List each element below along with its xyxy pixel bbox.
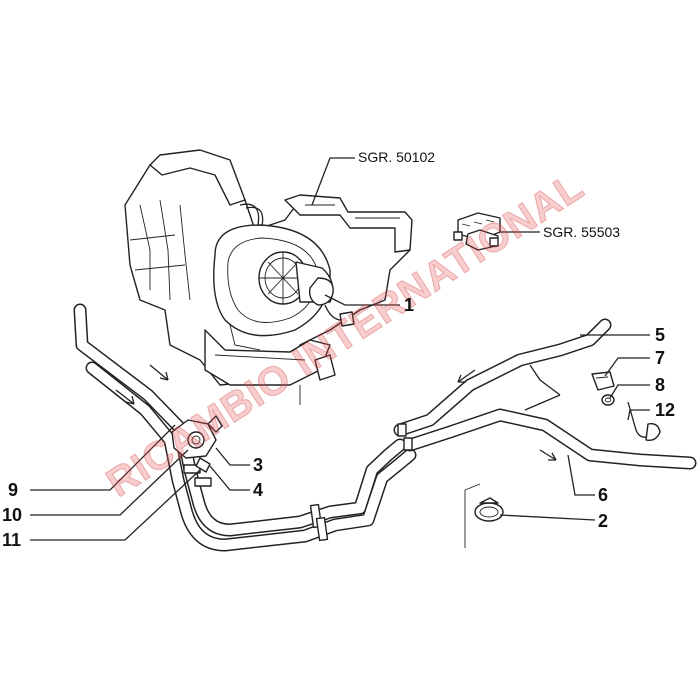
- callout-1: 1: [404, 295, 414, 315]
- flow-arrows: [115, 364, 557, 461]
- leader-lines: [30, 157, 650, 541]
- small-fittings: [591, 371, 661, 442]
- callout-4: 4: [253, 480, 263, 500]
- heater-valve: [171, 415, 223, 473]
- callout-3: 3: [253, 455, 263, 475]
- ref-sgr-50102: SGR. 50102: [358, 149, 435, 165]
- callout-10: 10: [2, 505, 22, 525]
- callout-2: 2: [598, 511, 608, 531]
- blower-motor: [258, 251, 355, 327]
- callout-9: 9: [8, 480, 18, 500]
- callout-7: 7: [655, 348, 665, 368]
- callout-6: 6: [598, 485, 608, 505]
- callout-8: 8: [655, 375, 665, 395]
- switch-connector: [453, 212, 501, 251]
- hose-clamp: [464, 483, 504, 548]
- callout-5: 5: [655, 325, 665, 345]
- right-hose-pair: [393, 318, 697, 470]
- callout-12: 12: [655, 400, 675, 420]
- ref-sgr-55503: SGR. 55503: [543, 224, 620, 240]
- callout-11: 11: [2, 530, 21, 550]
